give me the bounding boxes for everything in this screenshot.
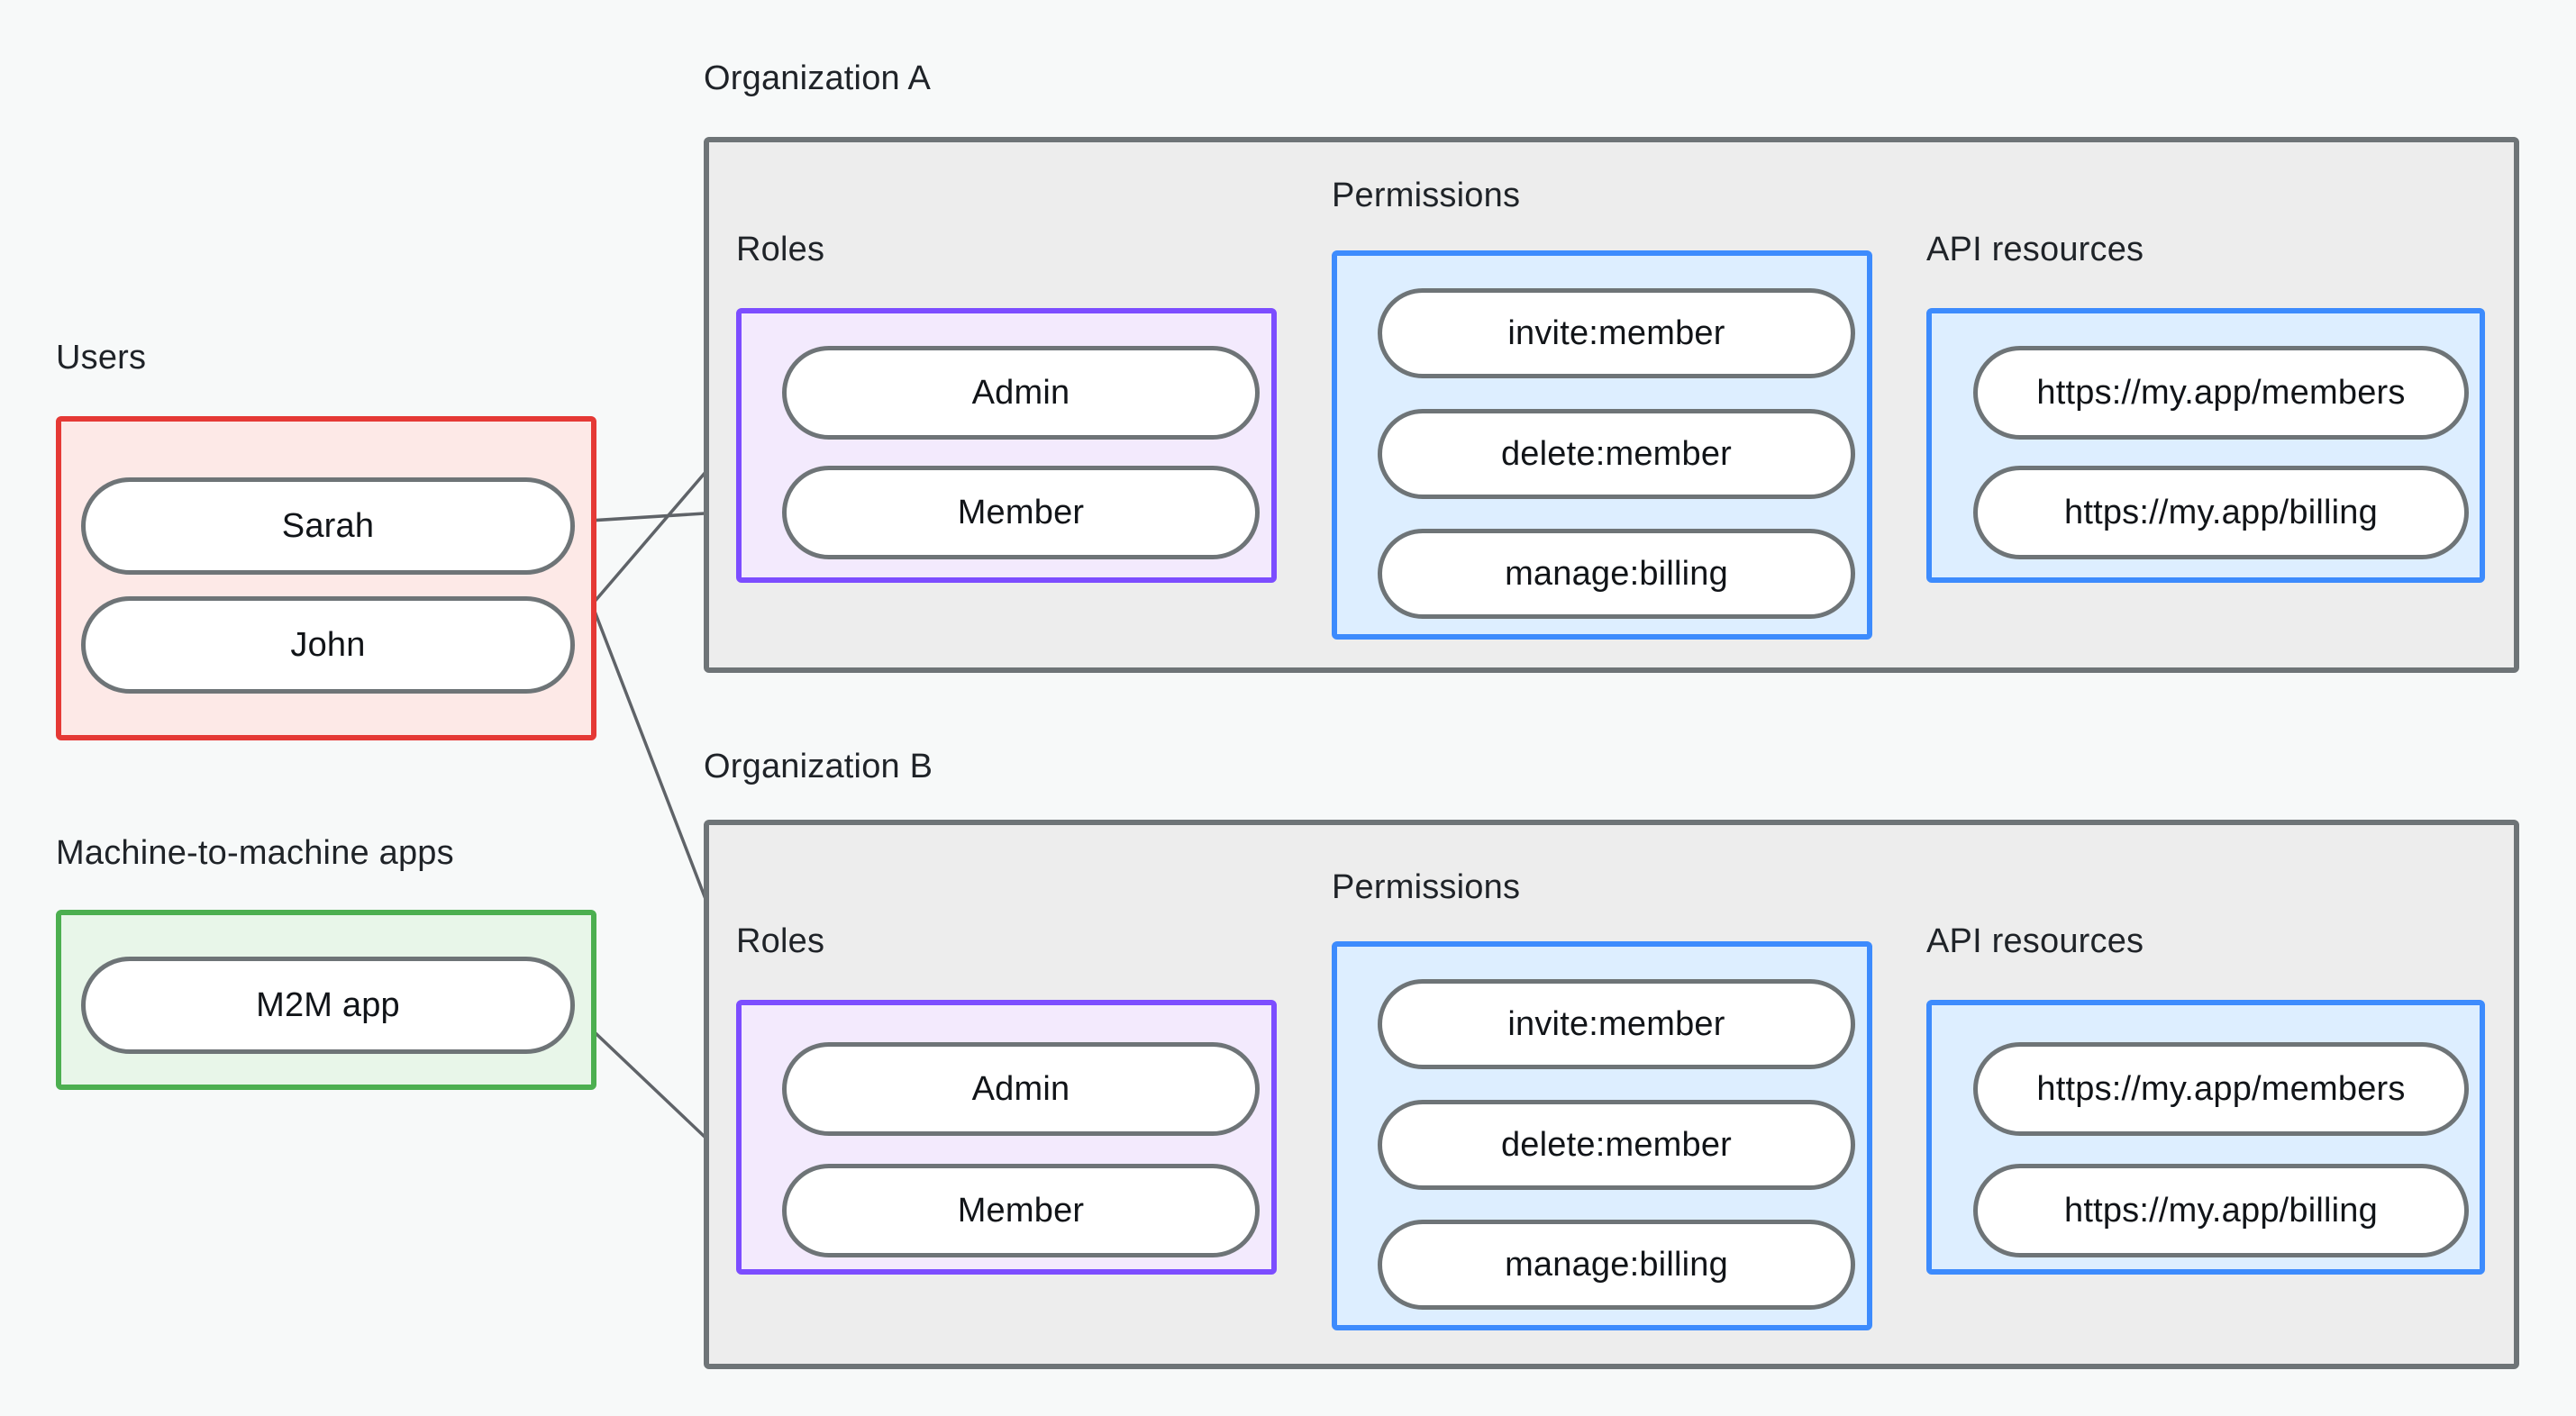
orgA-api-resources-caption: API resources bbox=[1926, 231, 2144, 268]
users-group-caption: Users bbox=[56, 339, 147, 377]
orgB-permissions-caption: Permissions bbox=[1332, 868, 1521, 906]
orgA-permissions-box: invite:member delete:member manage:billi… bbox=[1332, 250, 1872, 640]
orgB-permission-delete-member[interactable]: delete:member bbox=[1378, 1100, 1855, 1190]
orgA-roles-box: Admin Member bbox=[736, 308, 1277, 583]
orgA-permissions-caption: Permissions bbox=[1332, 177, 1521, 214]
orgB-api-resource-members[interactable]: https://my.app/members bbox=[1973, 1042, 2469, 1136]
orgA-permission-invite-member[interactable]: invite:member bbox=[1378, 288, 1855, 378]
orgB-permission-invite-member[interactable]: invite:member bbox=[1378, 979, 1855, 1069]
orgA-roles-caption: Roles bbox=[736, 231, 825, 268]
orgB-api-resources-box: https://my.app/members https://my.app/bi… bbox=[1926, 1000, 2485, 1275]
orgB-api-resources-caption: API resources bbox=[1926, 922, 2144, 960]
orgB-permissions-box: invite:member delete:member manage:billi… bbox=[1332, 941, 1872, 1330]
orgB-role-member[interactable]: Member bbox=[782, 1164, 1260, 1257]
orgA-role-admin[interactable]: Admin bbox=[782, 346, 1260, 440]
user-node-sarah[interactable]: Sarah bbox=[81, 477, 575, 575]
organization-a-caption: Organization A bbox=[704, 59, 932, 97]
orgA-api-resource-members[interactable]: https://my.app/members bbox=[1973, 346, 2469, 440]
m2m-node-app[interactable]: M2M app bbox=[81, 957, 575, 1054]
orgB-roles-caption: Roles bbox=[736, 922, 825, 960]
orgB-api-resource-billing[interactable]: https://my.app/billing bbox=[1973, 1164, 2469, 1257]
orgB-permission-manage-billing[interactable]: manage:billing bbox=[1378, 1220, 1855, 1310]
orgA-api-resources-box: https://my.app/members https://my.app/bi… bbox=[1926, 308, 2485, 583]
orgB-role-admin[interactable]: Admin bbox=[782, 1042, 1260, 1136]
orgA-permission-delete-member[interactable]: delete:member bbox=[1378, 409, 1855, 499]
orgA-api-resource-billing[interactable]: https://my.app/billing bbox=[1973, 466, 2469, 559]
m2m-group-caption: Machine-to-machine apps bbox=[56, 834, 454, 872]
orgA-permission-manage-billing[interactable]: manage:billing bbox=[1378, 529, 1855, 619]
users-group-box: Sarah John bbox=[56, 416, 596, 740]
organization-b-caption: Organization B bbox=[704, 748, 933, 785]
orgB-roles-box: Admin Member bbox=[736, 1000, 1277, 1275]
user-node-john[interactable]: John bbox=[81, 596, 575, 694]
orgA-role-member[interactable]: Member bbox=[782, 466, 1260, 559]
m2m-group-box: M2M app bbox=[56, 910, 596, 1090]
